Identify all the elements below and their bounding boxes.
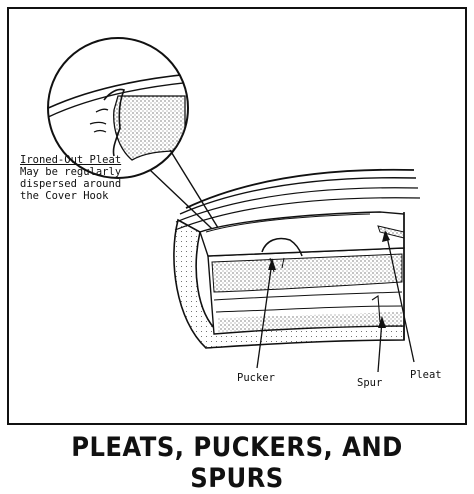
note-line-1: May be regularly bbox=[20, 166, 122, 178]
pleat-leader bbox=[385, 231, 415, 363]
pleat-pucker-spur-diagram bbox=[47, 37, 421, 373]
cover-hook-section bbox=[173, 211, 405, 349]
spur-label: Spur bbox=[357, 377, 383, 389]
pleat-arrowhead bbox=[382, 230, 390, 242]
pucker-arrowhead bbox=[268, 258, 276, 270]
leader-arrowheads bbox=[268, 230, 390, 328]
pucker-leader bbox=[256, 261, 273, 369]
pucker-label: Pucker bbox=[237, 372, 275, 384]
diagram-caption: PLEATS, PUCKERS, AND SPURS bbox=[71, 432, 403, 494]
spur-leader bbox=[377, 319, 383, 373]
note-heading: Ironed-Out Pleat bbox=[20, 154, 122, 166]
label-leaders bbox=[256, 231, 415, 373]
ironed-out-pleat-note: Ironed-Out Pleat May be regularly disper… bbox=[20, 154, 121, 202]
note-line-2: dispersed around bbox=[20, 178, 122, 190]
spur-arrowhead bbox=[378, 316, 386, 328]
pleat-label: Pleat bbox=[410, 369, 442, 381]
cover-hook-rails bbox=[174, 168, 421, 231]
note-line-3: the Cover Hook bbox=[20, 190, 109, 202]
